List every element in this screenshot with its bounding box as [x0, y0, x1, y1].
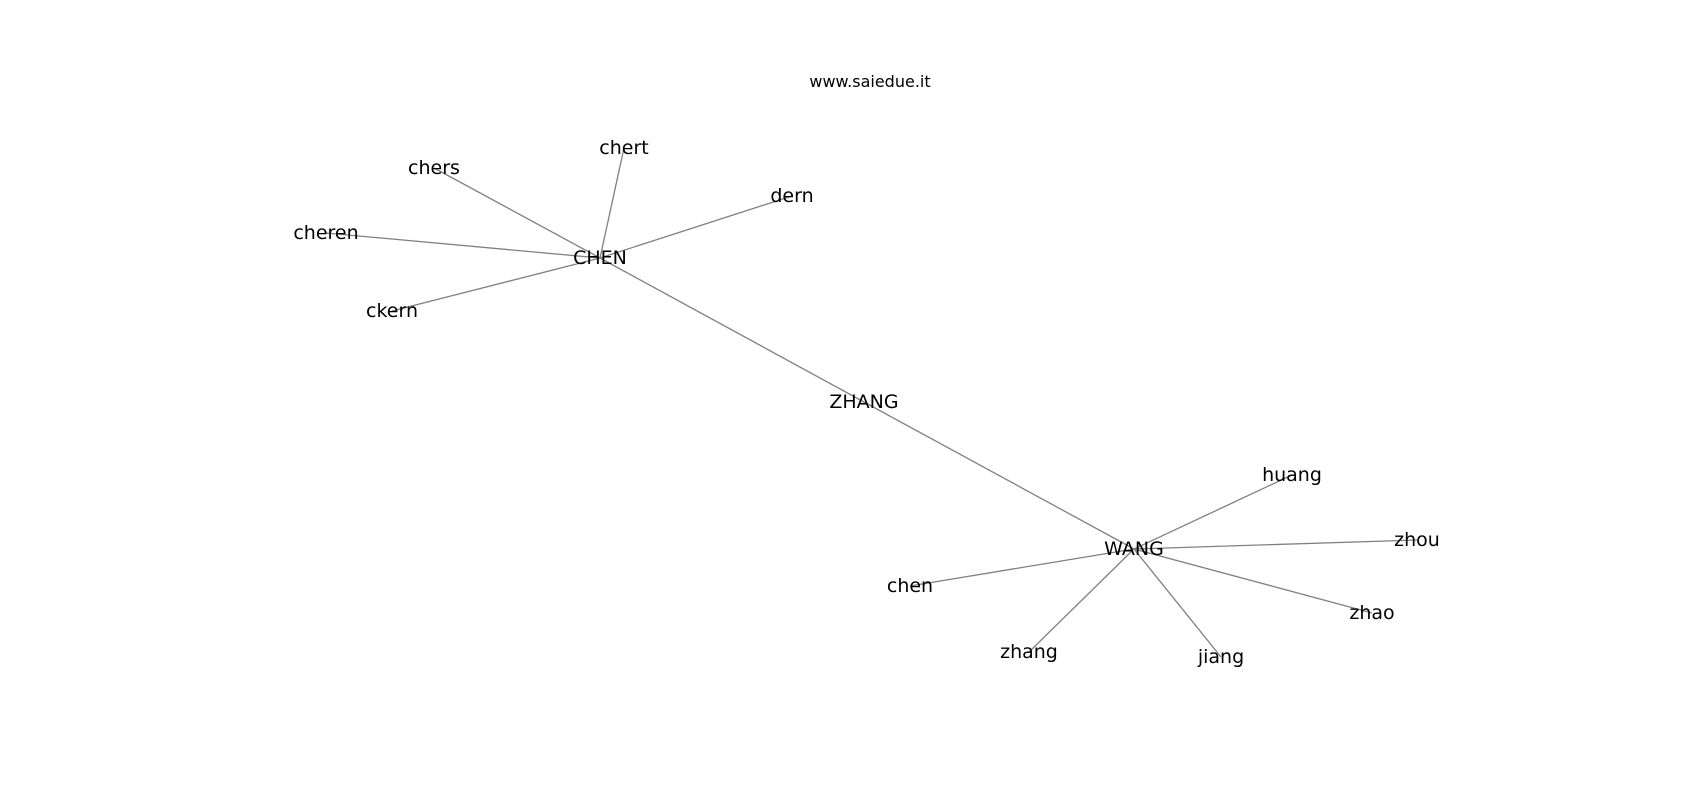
edge-CHEN-chers [433, 167, 601, 259]
edge-WANG-zhao [1133, 548, 1373, 614]
node-label-huang: huang [1262, 464, 1322, 486]
node-label-zhang: zhang [1000, 641, 1058, 663]
node-label-chert: chert [599, 137, 648, 159]
node-label-CHEN: CHEN [573, 247, 627, 269]
edge-WANG-zhou [1133, 539, 1418, 550]
edge-WANG-zhang [1028, 548, 1135, 653]
node-label-zhao: zhao [1349, 602, 1394, 624]
edge-CHEN-ckern [391, 257, 601, 312]
edge-CHEN-dern [599, 195, 793, 259]
node-label-cheren: cheren [293, 222, 358, 244]
edge-CHEN-chert [599, 147, 625, 259]
node-label-chen: chen [887, 575, 933, 597]
nodes-layer: CHEN ZHANG WANG chers chert dern cheren ckern hu… [293, 137, 1440, 668]
node-label-WANG: WANG [1104, 538, 1164, 560]
edge-CHEN-ZHANG [599, 257, 865, 403]
node-label-chers: chers [408, 157, 460, 179]
edges-layer [325, 147, 1418, 658]
node-label-jiang: jiang [1197, 646, 1244, 668]
node-label-ZHANG: ZHANG [829, 391, 898, 413]
edge-ZHANG-WANG [863, 401, 1135, 550]
node-label-dern: dern [770, 185, 813, 207]
edge-WANG-huang [1133, 474, 1293, 550]
edge-WANG-jiang [1133, 548, 1222, 658]
watermark-text: www.saiedue.it [809, 72, 930, 91]
node-label-ckern: ckern [366, 300, 418, 322]
edge-WANG-chen [909, 548, 1135, 587]
node-label-zhou: zhou [1394, 529, 1440, 551]
edge-CHEN-cheren [325, 232, 601, 259]
